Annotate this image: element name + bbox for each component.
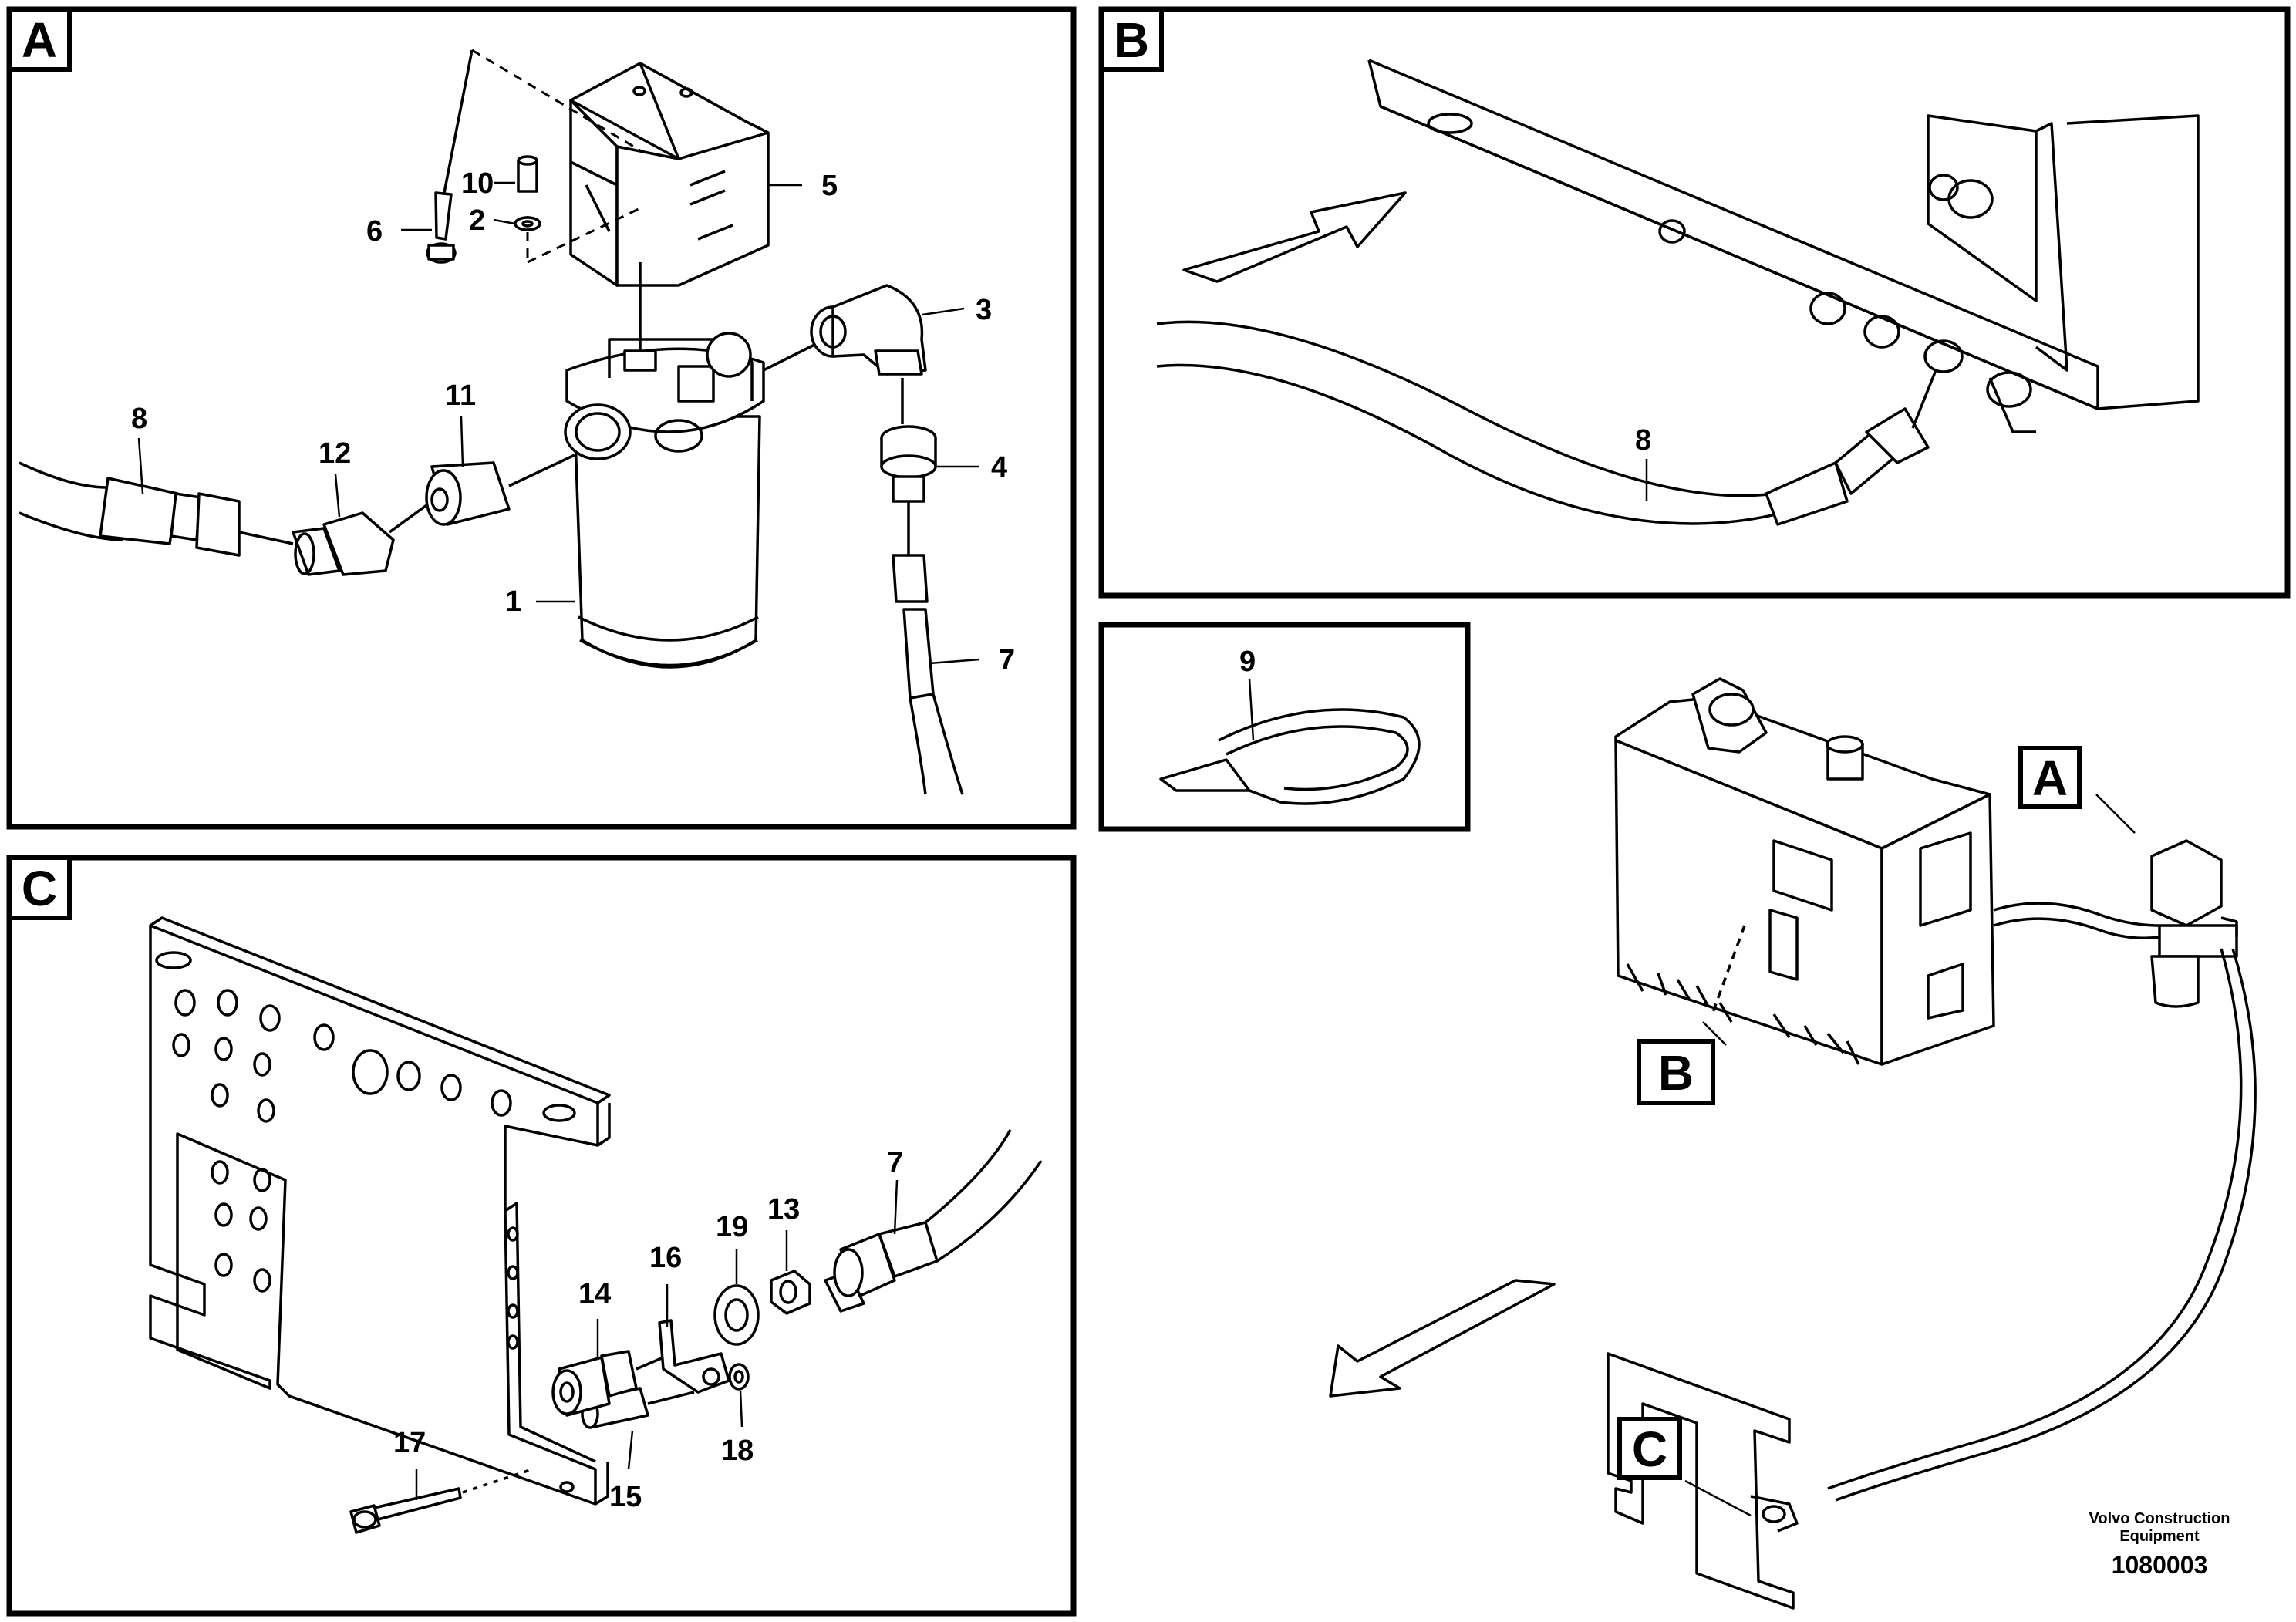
callout-10-a: 10 <box>461 167 494 200</box>
svg-text:A: A <box>2032 750 2068 806</box>
callout-9-tie: 9 <box>1239 646 1256 678</box>
fitting-part-11 <box>388 454 575 534</box>
callout-8-a: 8 <box>131 403 147 435</box>
callout-7-a: 7 <box>999 644 1015 676</box>
screw-part-6 <box>426 49 474 264</box>
direction-arrow-overview <box>1329 1279 1556 1398</box>
footer: Volvo Construction Equipment 1080003 <box>2089 1510 2230 1579</box>
svg-text:C: C <box>1632 1421 1667 1477</box>
panel-b: B <box>1098 6 2291 599</box>
direction-arrow-b <box>1182 191 1407 283</box>
bolt-part-17 <box>349 1468 533 1534</box>
panel-a-label: A <box>22 12 57 68</box>
callout-15-c: 15 <box>609 1481 642 1513</box>
overview-assembly <box>1329 677 2257 1610</box>
callout-19-c: 19 <box>716 1211 748 1243</box>
hose-part-7-c <box>824 1129 1043 1313</box>
hose-part-8-a <box>19 461 241 557</box>
drawing-number: 1080003 <box>2112 1551 2208 1579</box>
nut-part-4 <box>880 378 937 503</box>
clamp-part-16 <box>658 1319 730 1394</box>
overview-tag-c: C <box>1617 1417 1682 1480</box>
overview-bracket <box>1607 1352 1799 1610</box>
nut-part-13 <box>770 1270 811 1315</box>
panel-a: A <box>6 6 1077 830</box>
hydraulic-tank <box>1614 677 1995 1066</box>
panel-c: C <box>6 855 1077 1617</box>
brand-line-1: Volvo Construction <box>2089 1510 2230 1527</box>
washer-part-18 <box>728 1363 750 1391</box>
callout-8-b: 8 <box>1635 424 1651 457</box>
callout-3-a: 3 <box>976 294 992 326</box>
mounting-plate-c <box>149 916 611 1506</box>
callout-14-c: 14 <box>578 1278 611 1310</box>
callout-16-c: 16 <box>649 1242 682 1274</box>
callout-13-c: 13 <box>767 1193 800 1226</box>
overview-tag-b: B <box>1637 1039 1715 1105</box>
washer-part-19 <box>713 1284 760 1346</box>
elbow-part-3 <box>763 284 927 376</box>
bolt-part-10 <box>514 155 541 231</box>
overview-tag-a: A <box>2018 746 2082 809</box>
hose-part-8-b <box>1156 320 1937 526</box>
callout-18-c: 18 <box>721 1435 754 1467</box>
panel-cable-tie: 9 <box>1098 622 1471 832</box>
svg-text:B: B <box>1658 1045 1694 1101</box>
callout-17-c: 17 <box>393 1427 426 1459</box>
callout-5-a: 5 <box>821 170 838 202</box>
brand-line-2: Equipment <box>2119 1528 2200 1545</box>
callout-1-a: 1 <box>505 585 521 618</box>
callout-11-a: 11 <box>445 379 476 412</box>
panel-b-label: B <box>1114 12 1149 68</box>
hose-part-7-a <box>892 501 964 795</box>
connector-part-14 <box>551 1350 664 1417</box>
callout-2-a: 2 <box>469 204 485 237</box>
callout-12-a: 12 <box>319 437 351 470</box>
callout-4-a: 4 <box>991 451 1007 484</box>
tank-edge-b <box>1367 59 2200 433</box>
panel-c-label: C <box>22 861 57 916</box>
adapter-part-12 <box>238 511 395 576</box>
callout-6-a: 6 <box>366 215 383 248</box>
cable-tie-part-9 <box>1159 678 1421 805</box>
filter-part-1 <box>564 262 765 669</box>
overview-filter <box>2150 839 2238 1008</box>
callout-7-c: 7 <box>887 1147 903 1179</box>
bracket-part <box>569 62 770 287</box>
